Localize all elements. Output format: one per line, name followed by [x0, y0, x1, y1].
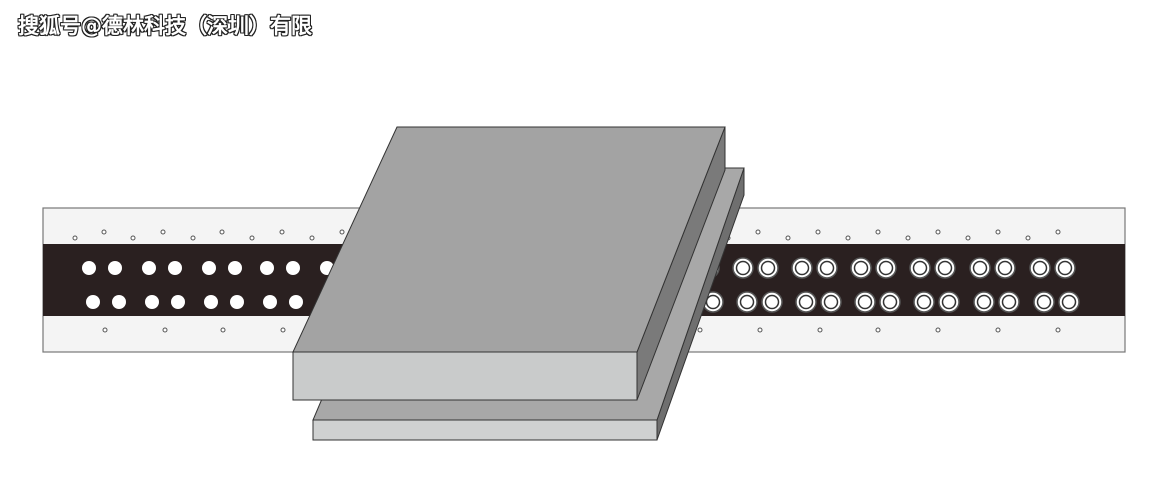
through-hole-pad: [997, 260, 1013, 276]
through-hole-pad: [819, 260, 835, 276]
through-hole-pad: [941, 294, 957, 310]
via-dot: [309, 235, 315, 241]
through-hole-pad: [823, 294, 839, 310]
via-dot: [905, 235, 911, 241]
through-hole-pad: [1032, 260, 1048, 276]
via-group: [72, 229, 1061, 333]
via-dot: [785, 235, 791, 241]
plate-front-face: [312, 419, 658, 441]
through-hole-pad: [263, 295, 277, 309]
through-hole-pad: [1036, 294, 1052, 310]
through-hole-pad: [142, 261, 156, 275]
via-dot: [190, 235, 196, 241]
through-hole-pad: [112, 295, 126, 309]
via-dot: [160, 229, 166, 235]
via-dot: [249, 235, 255, 241]
through-hole-pad: [286, 261, 300, 275]
through-hole-pad: [202, 261, 216, 275]
via-dot: [875, 229, 881, 235]
via-dot: [1055, 327, 1061, 333]
via-dot: [935, 327, 941, 333]
via-dot: [220, 327, 226, 333]
via-dot: [815, 229, 821, 235]
via-dot: [279, 229, 285, 235]
through-hole-pad: [857, 294, 873, 310]
via-dot: [72, 235, 78, 241]
via-dot: [965, 235, 971, 241]
via-dot: [162, 327, 168, 333]
through-hole-pad: [764, 294, 780, 310]
through-hole-pad: [976, 294, 992, 310]
through-hole-pad: [260, 261, 274, 275]
via-dot: [101, 229, 107, 235]
through-hole-pad: [1001, 294, 1017, 310]
through-hole-pad: [289, 295, 303, 309]
via-dot: [280, 327, 286, 333]
via-dot: [995, 327, 1001, 333]
through-hole-pad: [171, 295, 185, 309]
watermark-text: 搜狐号@德林科技（深圳）有限: [18, 14, 312, 38]
via-dot: [817, 327, 823, 333]
via-dot: [130, 235, 136, 241]
through-hole-pad: [739, 294, 755, 310]
via-dot: [875, 327, 881, 333]
through-hole-pad: [228, 261, 242, 275]
via-dot: [755, 229, 761, 235]
through-hole-pad: [145, 295, 159, 309]
through-hole-pad: [937, 260, 953, 276]
through-hole-pad: [82, 261, 96, 275]
via-dot: [102, 327, 108, 333]
via-dot: [845, 235, 851, 241]
through-hole-pad: [916, 294, 932, 310]
through-hole-pad: [86, 295, 100, 309]
through-hole-pad: [794, 260, 810, 276]
via-dot: [339, 229, 345, 235]
through-hole-pad: [204, 295, 218, 309]
through-hole-pad: [1061, 294, 1077, 310]
through-hole-pad: [168, 261, 182, 275]
via-dot: [1055, 229, 1061, 235]
through-hole-pad: [108, 261, 122, 275]
via-dot: [1025, 235, 1031, 241]
through-hole-pad: [1057, 260, 1073, 276]
through-hole-pad: [882, 294, 898, 310]
component-block: [292, 126, 726, 401]
through-hole-pad: [760, 260, 776, 276]
via-dot: [935, 229, 941, 235]
through-hole-pad: [878, 260, 894, 276]
through-hole-pad: [853, 260, 869, 276]
through-hole-pad: [912, 260, 928, 276]
through-hole-pad: [705, 294, 721, 310]
through-hole-pad: [972, 260, 988, 276]
block-front-face: [292, 351, 638, 401]
via-dot: [697, 327, 703, 333]
via-dot: [995, 229, 1001, 235]
via-dot: [219, 229, 225, 235]
through-hole-pad: [798, 294, 814, 310]
through-hole-pad: [735, 260, 751, 276]
through-hole-pad: [230, 295, 244, 309]
via-dot: [757, 327, 763, 333]
